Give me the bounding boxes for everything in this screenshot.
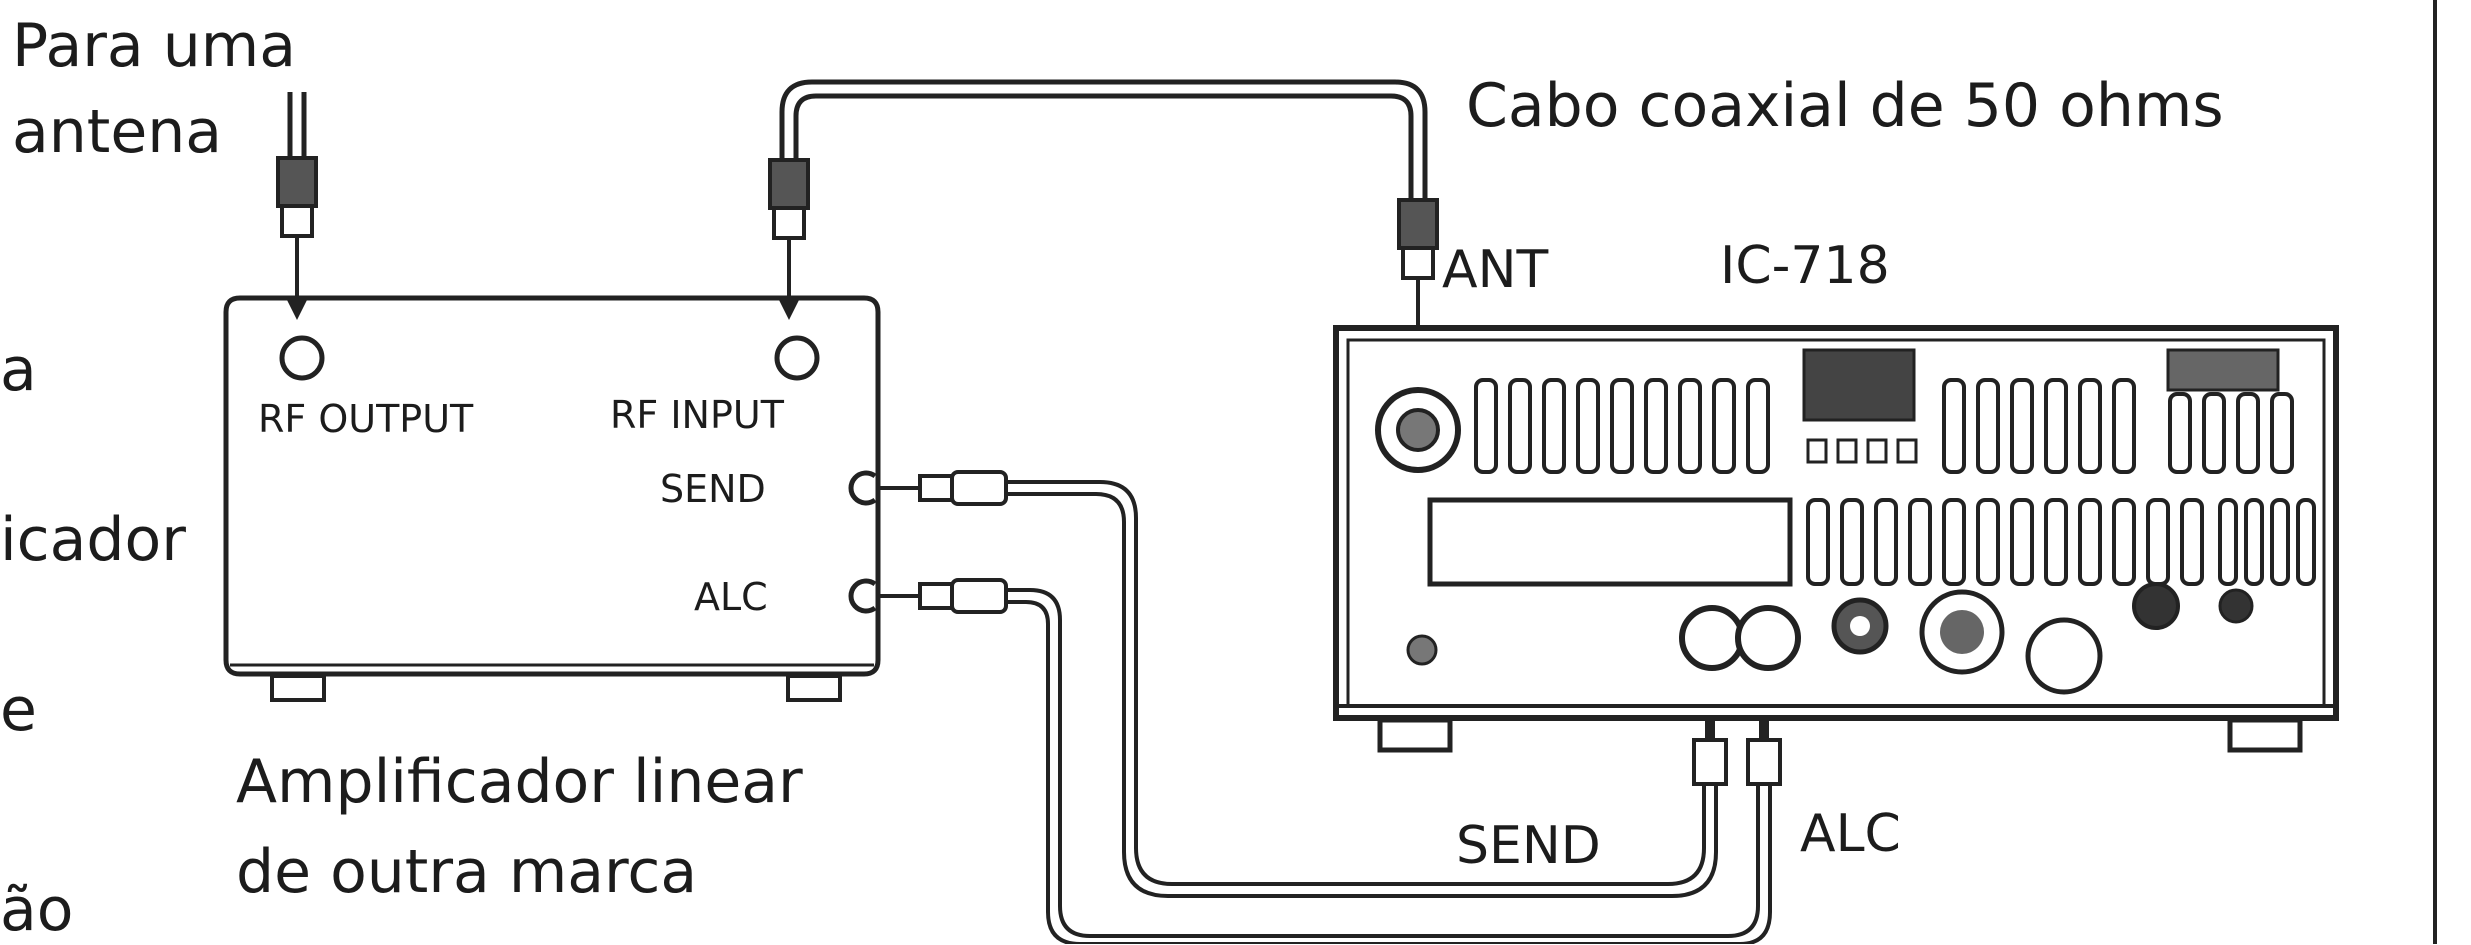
- vent-slot: [1712, 378, 1736, 474]
- antenna-label-line2: antena: [12, 97, 223, 167]
- vent-slot: [1942, 498, 1966, 586]
- vent-slot: [1610, 378, 1634, 474]
- vent-slot: [2146, 498, 2170, 586]
- ant-label: ANT: [1442, 240, 1549, 300]
- antenna-cable: [276, 92, 318, 320]
- radio-model-label: IC-718: [1720, 236, 1890, 296]
- amplifier-caption-line1: Amplificador linear: [236, 747, 803, 817]
- transceiver-rear-panel: [1333, 325, 2339, 753]
- vent-slot: [2010, 378, 2034, 474]
- vent-slot: [2044, 498, 2068, 586]
- vent-slot: [2180, 498, 2204, 586]
- coaxial-cable: [768, 79, 1439, 380]
- vent-slot: [2078, 498, 2102, 586]
- vent-slot: [1908, 498, 1932, 586]
- radio-alc-label: ALC: [1800, 804, 1901, 864]
- amp-send-label: SEND: [660, 467, 766, 511]
- vent-slot: [1976, 498, 2000, 586]
- left-fragment-4: ão: [0, 875, 74, 945]
- amplifier-caption-line2: de outra marca: [236, 837, 698, 907]
- vent-slot: [1474, 378, 1498, 474]
- vent-slot: [2010, 498, 2034, 586]
- send-jack: [848, 470, 877, 506]
- left-fragment-3: e: [0, 675, 37, 745]
- vent-slot: [2112, 378, 2136, 474]
- vent-slot: [2112, 498, 2136, 586]
- vent-slot: [2078, 378, 2102, 474]
- vent-slot: [1840, 498, 1864, 586]
- radio-send-label: SEND: [1456, 816, 1601, 876]
- amp-alc-label: ALC: [694, 575, 768, 619]
- vent-slot: [2296, 498, 2316, 586]
- vent-slot: [2270, 392, 2294, 474]
- rf-input-label: RF INPUT: [610, 393, 784, 437]
- vent-slot: [2044, 378, 2068, 474]
- linear-amplifier: [223, 295, 881, 702]
- vent-slot: [2218, 498, 2238, 586]
- rf-output-jack: [279, 335, 325, 381]
- vent-slot: [2202, 392, 2226, 474]
- left-fragment-2: icador: [0, 505, 186, 575]
- vent-slot: [1576, 378, 1600, 474]
- vent-slot: [2244, 498, 2264, 586]
- vent-slot: [1508, 378, 1532, 474]
- send-alc-cables: [880, 470, 1782, 944]
- rf-input-jack: [774, 335, 820, 381]
- vent-slot: [1976, 378, 2000, 474]
- vent-slot: [1644, 378, 1668, 474]
- alc-jack: [848, 578, 877, 614]
- antenna-label-line1: Para uma: [12, 11, 297, 81]
- vent-slot: [2168, 392, 2192, 474]
- vent-slot: [1942, 378, 1966, 474]
- vent-slot: [2270, 498, 2290, 586]
- vent-slot: [1874, 498, 1898, 586]
- vent-slot: [1806, 498, 1830, 586]
- vent-slot: [1542, 378, 1566, 474]
- vent-slot: [1678, 378, 1702, 474]
- vent-slot: [2236, 392, 2260, 474]
- vent-slot: [1746, 378, 1770, 474]
- left-fragment-1: a: [0, 335, 37, 405]
- coax-cable-label: Cabo coaxial de 50 ohms: [1466, 71, 2224, 141]
- rf-output-label: RF OUTPUT: [258, 397, 474, 441]
